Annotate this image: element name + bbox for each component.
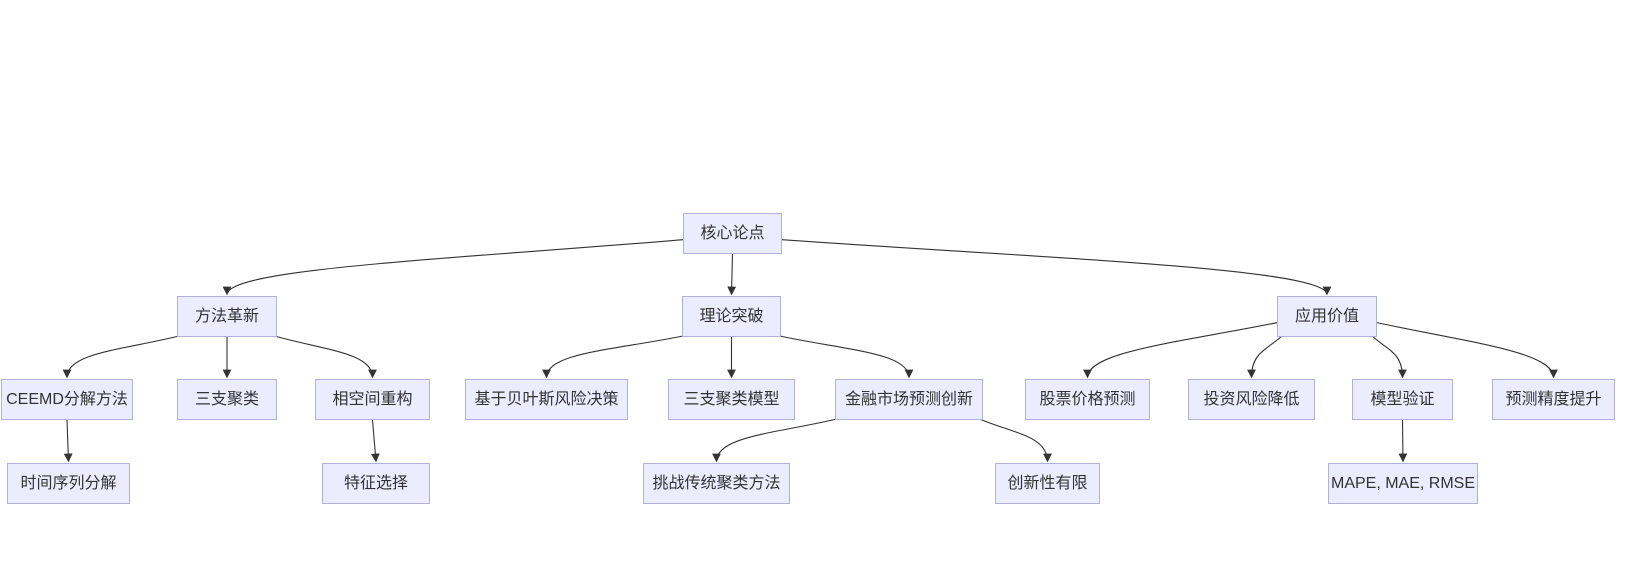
node-risk: 投资风险降低	[1188, 379, 1315, 420]
node-root: 核心论点	[683, 213, 782, 254]
node-label: 模型验证	[1370, 390, 1435, 408]
edge-fin-challenge	[712, 417, 842, 463]
node-method: 方法革新	[177, 296, 277, 337]
node-label: 预测精度提升	[1505, 390, 1602, 408]
edge-phase-feature	[370, 419, 380, 463]
node-label: 特征选择	[343, 474, 408, 492]
node-phase: 相空间重构	[315, 379, 430, 420]
node-fin: 金融市场预测创新	[835, 379, 983, 420]
node-precision: 预测精度提升	[1492, 379, 1615, 420]
edge-root-method	[222, 239, 684, 296]
edge-theory-bayes	[542, 334, 689, 379]
node-threeway: 三支聚类	[177, 379, 277, 420]
edge-value-stock	[1083, 322, 1278, 379]
node-value: 应用价值	[1277, 296, 1377, 337]
edge-value-risk	[1247, 334, 1284, 379]
node-label: MAPE, MAE, RMSE	[1330, 474, 1476, 492]
node-label: 核心论点	[700, 224, 765, 242]
node-label: 三支聚类模型	[683, 390, 780, 408]
edge-method-phase	[270, 334, 377, 379]
node-label: 基于贝叶斯风险决策	[474, 390, 619, 408]
edge-value-validate	[1370, 334, 1407, 379]
node-bayes: 基于贝叶斯风险决策	[465, 379, 628, 420]
node-label: 方法革新	[194, 307, 259, 325]
edge-fin-limited	[976, 417, 1052, 463]
node-limited: 创新性有限	[995, 463, 1100, 504]
node-stock: 股票价格预测	[1025, 379, 1150, 420]
edge-root-theory	[727, 253, 737, 296]
node-label: 股票价格预测	[1039, 390, 1136, 408]
node-label: 挑战传统聚类方法	[652, 474, 781, 492]
edge-value-precision	[1376, 322, 1558, 379]
node-twcmodel: 三支聚类模型	[668, 379, 795, 420]
node-ceemd: CEEMD分解方法	[1, 379, 133, 420]
node-label: 三支聚类	[194, 390, 259, 408]
node-label: 应用价值	[1294, 307, 1359, 325]
node-feature: 特征选择	[322, 463, 430, 504]
node-label: 投资风险降低	[1203, 390, 1300, 408]
edge-validate-metrics	[1398, 419, 1408, 463]
node-metrics: MAPE, MAE, RMSE	[1328, 463, 1478, 504]
edge-method-ceemd	[62, 334, 184, 379]
node-challenge: 挑战传统聚类方法	[643, 463, 790, 504]
edge-ceemd-tsdecomp	[63, 419, 73, 463]
node-label: 相空间重构	[332, 390, 413, 408]
edge-group	[62, 239, 1558, 463]
node-label: 金融市场预测创新	[844, 390, 973, 408]
edge-root-value	[781, 239, 1332, 296]
node-label: CEEMD分解方法	[6, 390, 128, 408]
node-validate: 模型验证	[1352, 379, 1453, 420]
node-tsdecomp: 时间序列分解	[7, 463, 130, 504]
node-label: 创新性有限	[1007, 474, 1088, 492]
node-label: 时间序列分解	[20, 474, 117, 492]
node-theory: 理论突破	[682, 296, 781, 337]
node-label: 理论突破	[699, 307, 764, 325]
edge-theory-fin	[774, 334, 914, 379]
